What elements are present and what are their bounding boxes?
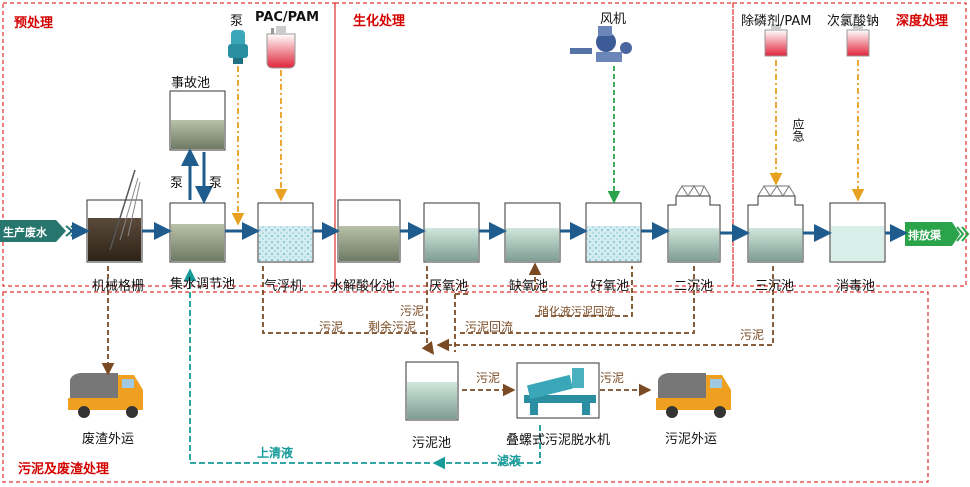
label-secondary-settling: 二沉池 <box>674 279 714 294</box>
phosphorus-pam-label: 除磷剂/PAM <box>741 14 812 29</box>
label-waste-residue: 废渣外运 <box>82 432 135 447</box>
pump-label: 泵 <box>230 14 244 29</box>
flow-label-sludge-short: 污泥 <box>400 304 425 318</box>
section-title-biochem: 生化处理 <box>353 14 406 29</box>
flow-label-sludge-from-dewater: 污泥 <box>600 371 625 385</box>
section-title-sludge: 污泥及废渣处理 <box>18 462 110 477</box>
label-sludge-out: 污泥外运 <box>665 432 718 447</box>
label-disinfection: 消毒池 <box>836 279 876 294</box>
chemical-dosing-lines <box>231 60 865 226</box>
label-sludge-tank: 污泥池 <box>412 436 452 451</box>
phosphorus-tank-icon <box>764 24 788 57</box>
sludge-truck-icon <box>656 373 731 418</box>
flow-label-sludge: 污泥 <box>319 320 344 334</box>
flow-label-excess-sludge: 剩余污泥 <box>368 320 417 334</box>
section-border-advanced <box>732 2 967 287</box>
flow-label-sludge-right: 污泥 <box>740 328 765 342</box>
tank-anoxic <box>504 202 561 263</box>
tank-accident <box>169 90 226 151</box>
flow-label-filtrate: 滤液 <box>497 454 522 468</box>
blower-icon <box>570 26 632 62</box>
tank-flotation <box>257 202 314 263</box>
tank-anaerobic <box>423 202 480 263</box>
section-border-sludge <box>2 291 929 483</box>
tank-hydrolysis <box>337 199 401 263</box>
section-title-pretreatment: 预处理 <box>14 16 54 31</box>
hypochlorite-label: 次氯酸钠 <box>827 14 880 29</box>
label-grille: 机械格栅 <box>92 279 145 294</box>
outlet-arrow <box>905 222 970 246</box>
flow-label-supernatant: 上清液 <box>257 446 294 460</box>
dewatering-machine-icon <box>516 362 600 419</box>
return-water-lines <box>183 268 541 470</box>
tank-secondary-settling <box>667 185 721 263</box>
pump-icon <box>228 30 248 64</box>
label-equalization: 集水调节池 <box>170 277 236 292</box>
section-title-advanced: 深度处理 <box>896 14 949 29</box>
label-flotation: 气浮机 <box>264 279 304 294</box>
label-accident: 事故池 <box>171 76 211 91</box>
tank-tertiary-settling <box>747 185 804 263</box>
pump-up-label: 泵 <box>170 176 184 191</box>
pac-pam-tank-icon <box>266 26 296 69</box>
tank-disinfection <box>829 202 886 263</box>
section-border-pretreatment <box>2 2 336 287</box>
label-tertiary-settling: 三沉池 <box>755 279 795 294</box>
tank-equalization <box>169 202 226 263</box>
flow-label-sludge-to-dewater: 污泥 <box>476 371 501 385</box>
tank-sludge <box>405 361 459 421</box>
flow-label-nitrate-return: 硝化液污泥回流 <box>538 305 615 318</box>
tank-grille <box>86 169 143 263</box>
waste-truck-icon <box>68 373 143 418</box>
inlet-label: 生产废水 <box>3 226 47 239</box>
blower-label: 风机 <box>600 12 627 27</box>
tank-aerobic <box>585 202 642 263</box>
outlet-label: 排放渠 <box>908 229 941 242</box>
label-aerobic: 好氧池 <box>590 279 630 294</box>
label-hydrolysis: 水解酸化池 <box>330 279 396 294</box>
flow-label-sludge-return: 污泥回流 <box>465 320 514 334</box>
emergency-label: 应急 <box>791 118 805 142</box>
sludge-lines <box>101 262 774 397</box>
main-flow-arrows <box>70 148 908 242</box>
hypochlorite-tank-icon <box>846 24 870 57</box>
pac-pam-label: PAC/PAM <box>255 10 320 25</box>
label-anoxic: 缺氧池 <box>509 279 549 294</box>
label-dewatering: 叠螺式污泥脱水机 <box>506 433 611 448</box>
pump-down-label: 泵 <box>209 176 223 191</box>
label-anaerobic: 厌氧池 <box>429 279 469 294</box>
